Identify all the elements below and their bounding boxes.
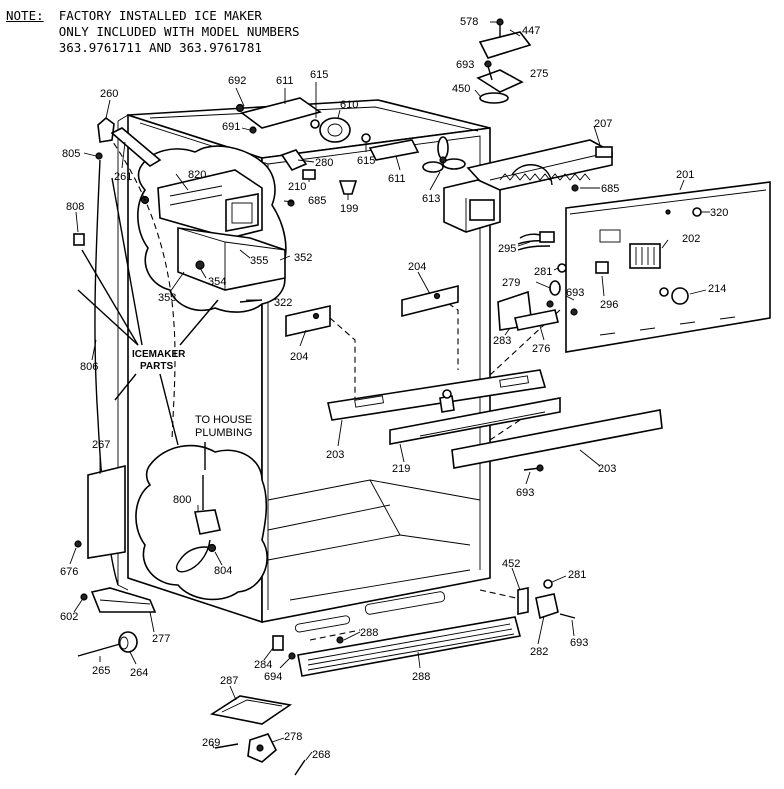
note-label: NOTE: — [6, 8, 44, 23]
group-arrows — [77, 177, 219, 470]
callout-264: 264 — [130, 667, 148, 679]
callout-284: 284 — [254, 659, 272, 671]
callout-267: 267 — [92, 439, 110, 451]
callout-805: 805 — [62, 148, 80, 160]
callout-295: 295 — [498, 243, 516, 255]
icemaker-cutout — [137, 145, 287, 313]
callout-447: 447 — [522, 25, 540, 37]
shelf-rails — [327, 369, 663, 472]
callout-808: 808 — [66, 201, 84, 213]
icemaker-label-line1: ICEMAKER — [132, 349, 186, 360]
callout-320: 320 — [710, 207, 728, 219]
callout-354: 354 — [208, 276, 226, 288]
cabinet-interior — [267, 479, 481, 633]
plumbing-label-line2: PLUMBING — [195, 427, 252, 439]
callout-693: 693 — [456, 59, 474, 71]
callout-207: 207 — [594, 118, 612, 130]
callout-615: 615 — [357, 155, 375, 167]
evaporator-assembly — [443, 139, 771, 353]
callout-452: 452 — [502, 558, 520, 570]
callout-800: 800 — [173, 494, 191, 506]
callout-685: 685 — [308, 195, 326, 207]
callout-269: 269 — [202, 737, 220, 749]
callout-685: 685 — [601, 183, 619, 195]
callout-204: 204 — [290, 351, 308, 363]
callout-275: 275 — [530, 68, 548, 80]
callout-693: 693 — [516, 487, 534, 499]
callout-613: 613 — [422, 193, 440, 205]
callout-322: 322 — [274, 297, 292, 309]
callout-676: 676 — [60, 566, 78, 578]
callout-204: 204 — [408, 261, 426, 273]
leader-lines — [69, 21, 710, 761]
callout-353: 353 — [158, 292, 176, 304]
callout-276: 276 — [532, 343, 550, 355]
callout-578: 578 — [460, 16, 478, 28]
left-parts — [73, 116, 162, 657]
callout-280: 280 — [315, 157, 333, 169]
callout-693: 693 — [570, 637, 588, 649]
callout-692: 692 — [228, 75, 246, 87]
callout-277: 277 — [152, 633, 170, 645]
top-parts — [235, 97, 466, 207]
callout-281: 281 — [534, 266, 552, 278]
callout-278: 278 — [284, 731, 302, 743]
callout-602: 602 — [60, 611, 78, 623]
callout-296: 296 — [600, 299, 618, 311]
callout-265: 265 — [92, 665, 110, 677]
callout-214: 214 — [708, 283, 726, 295]
model-note: NOTE: FACTORY INSTALLED ICE MAKER ONLY I… — [6, 8, 300, 56]
note-line-1: FACTORY INSTALLED ICE MAKER — [58, 8, 262, 23]
callout-820: 820 — [188, 169, 206, 181]
callout-281: 281 — [568, 569, 586, 581]
part-callouts: 578 447 693 275 450 692 611 615 260 691 … — [60, 16, 728, 761]
callout-806: 806 — [80, 361, 98, 373]
callout-260: 260 — [100, 88, 118, 100]
callout-210: 210 — [288, 181, 306, 193]
callout-287: 287 — [220, 675, 238, 687]
callout-352: 352 — [294, 252, 312, 264]
callout-611: 611 — [388, 173, 406, 185]
plumbing-label-line1: TO HOUSE — [195, 414, 252, 426]
callout-282: 282 — [530, 646, 548, 658]
callout-611: 611 — [276, 75, 294, 87]
callout-203: 203 — [326, 449, 344, 461]
front-grille — [272, 579, 576, 677]
callout-279: 279 — [502, 277, 520, 289]
bottom-parts — [209, 695, 306, 776]
callout-694: 694 — [264, 671, 282, 683]
icemaker-label-line2: PARTS — [140, 361, 173, 372]
callout-288: 288 — [412, 671, 430, 683]
note-line-2: ONLY INCLUDED WITH MODEL NUMBERS — [58, 24, 300, 39]
callout-201: 201 — [676, 169, 694, 181]
plumbing-cutout — [135, 444, 268, 601]
callout-199: 199 — [340, 203, 358, 215]
callout-693: 693 — [566, 287, 584, 299]
callout-283: 283 — [493, 335, 511, 347]
callout-261: 261 — [114, 171, 132, 183]
callout-450: 450 — [452, 83, 470, 95]
shelf-supports — [285, 284, 578, 338]
callout-268: 268 — [312, 749, 330, 761]
note-line-3: 363.9761711 AND 363.9761781 — [58, 40, 262, 55]
callout-355: 355 — [250, 255, 268, 267]
callout-610: 610 — [340, 99, 358, 111]
callout-219: 219 — [392, 463, 410, 475]
callout-691: 691 — [222, 121, 240, 133]
callout-203: 203 — [598, 463, 616, 475]
callout-288: 288 — [360, 627, 378, 639]
shelf-mount-lines — [309, 297, 561, 641]
callout-615: 615 — [310, 69, 328, 81]
callout-804: 804 — [214, 565, 232, 577]
callout-202: 202 — [682, 233, 700, 245]
